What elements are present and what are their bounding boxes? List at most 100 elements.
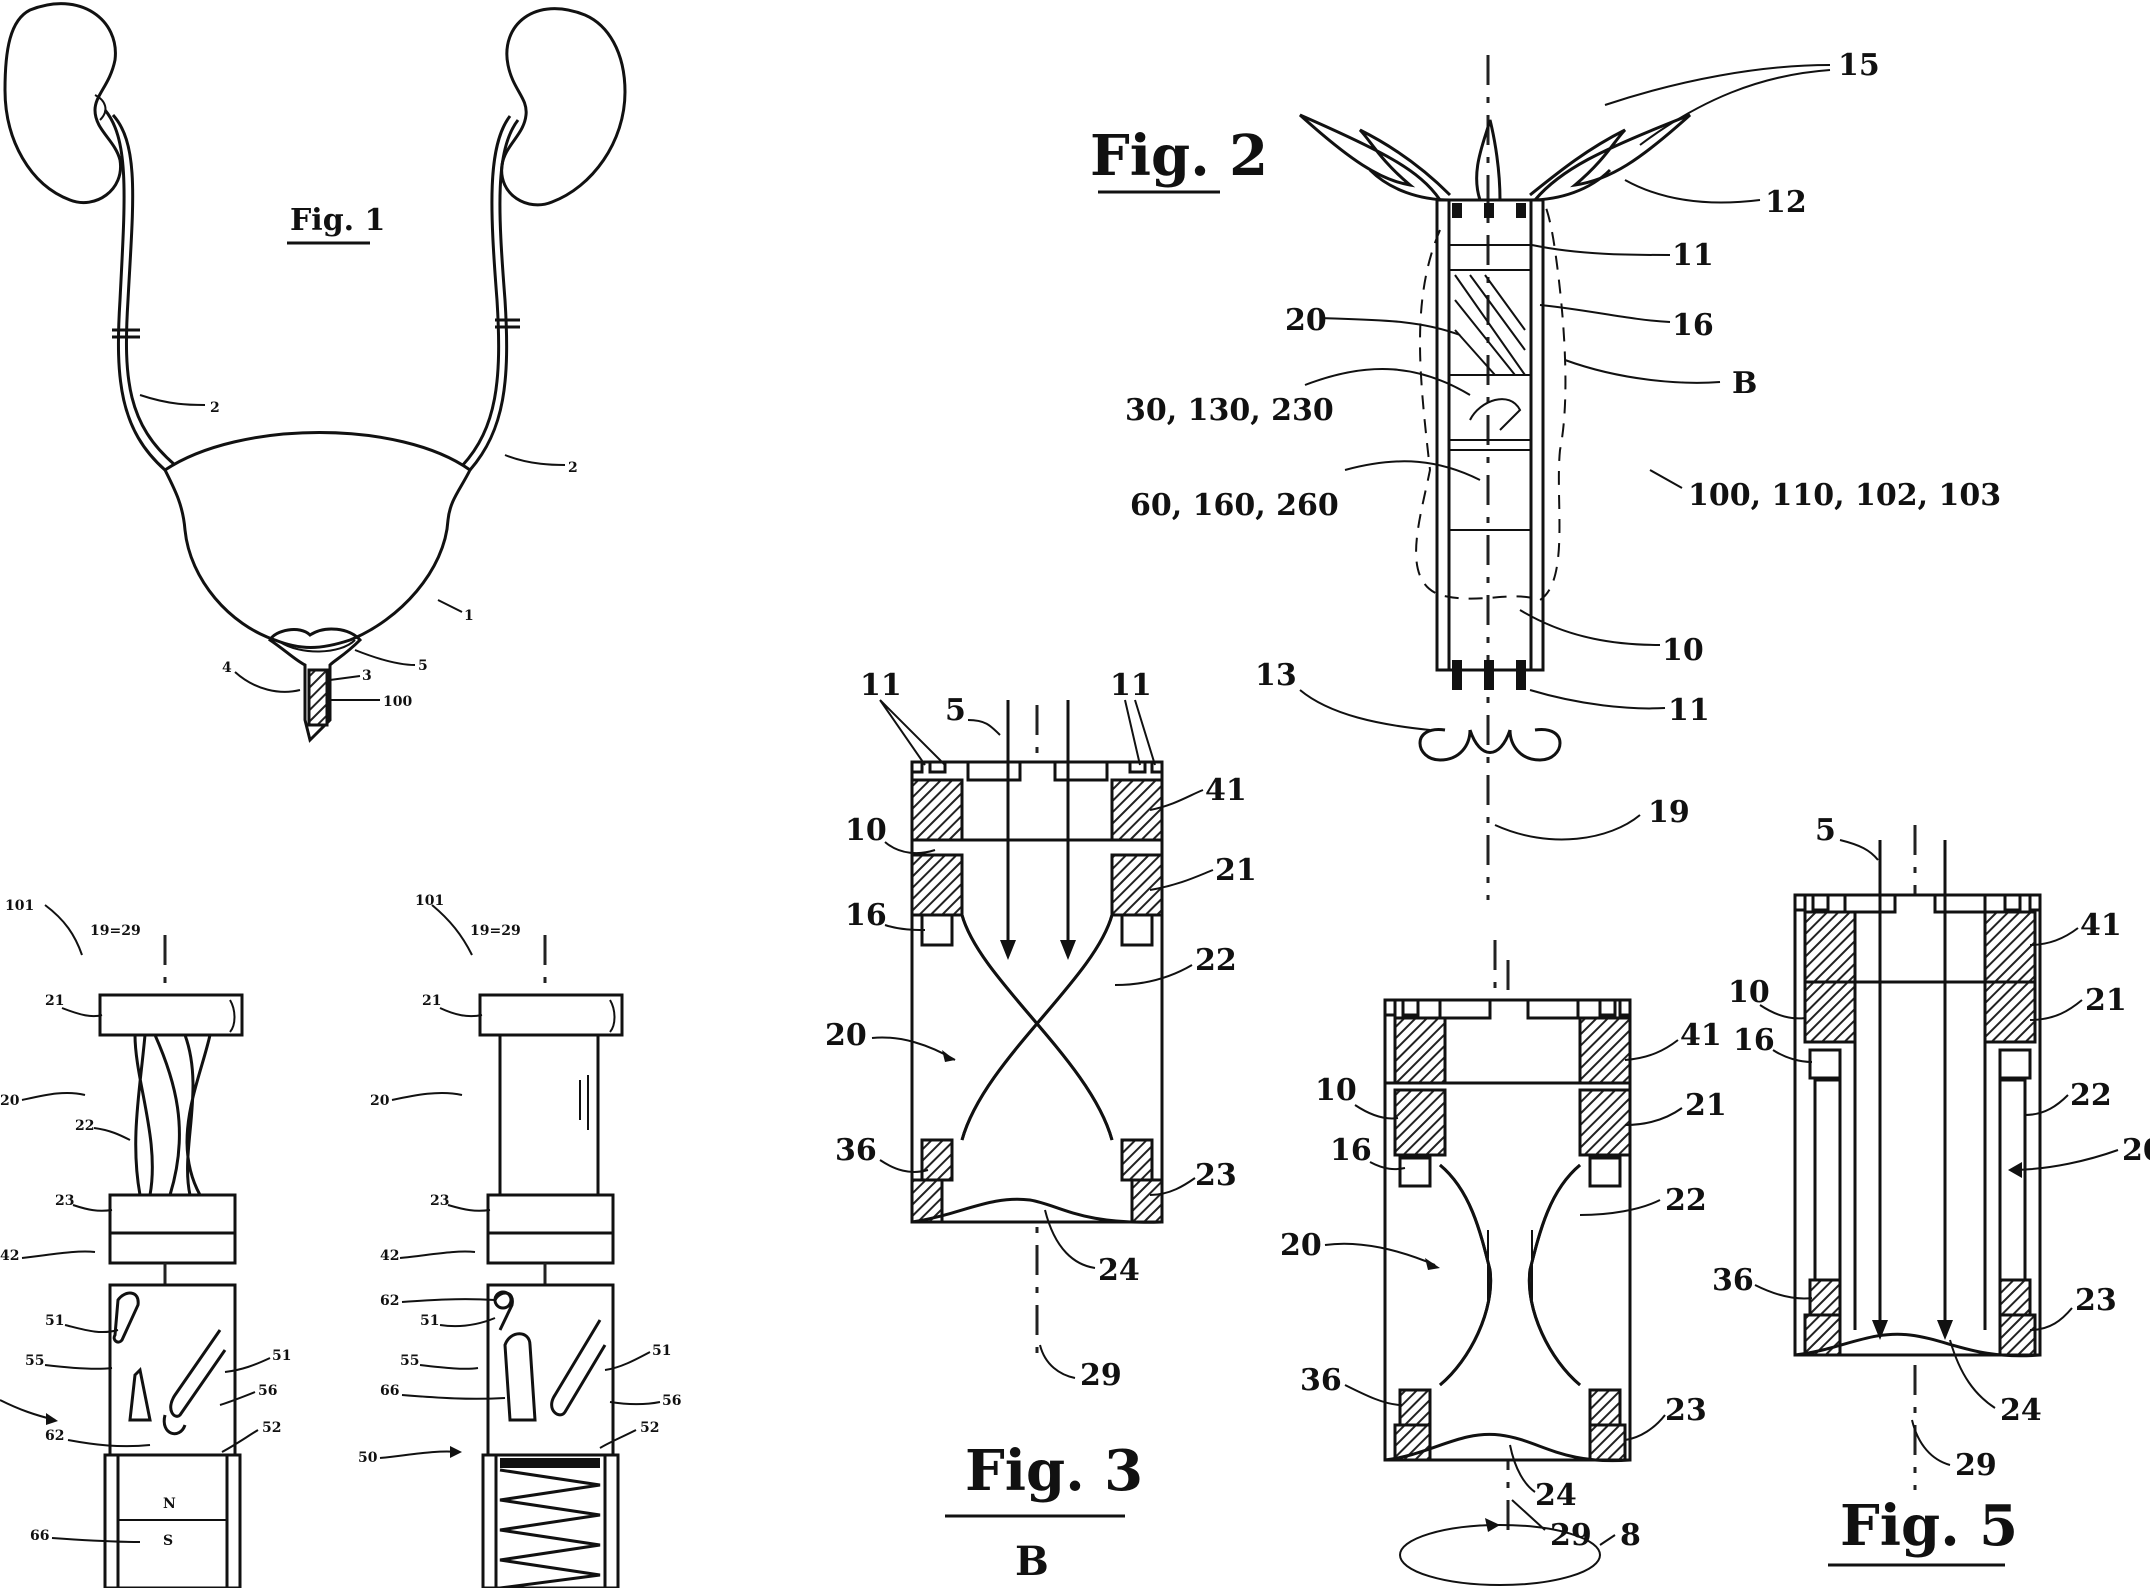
bladder xyxy=(163,431,472,649)
fig6b-label-50: 50 xyxy=(358,1450,378,1466)
figure-6a-helical-variant: N S 101 19=29 21 20 22 23 42 51 55 51 56… xyxy=(0,898,291,1588)
fig2-label-11-bottom: 11 xyxy=(1668,693,1710,728)
fig4-label-8: 8 xyxy=(1620,1518,1641,1553)
fig1-label-5: 5 xyxy=(418,658,428,674)
fig4-label-23: 23 xyxy=(1665,1393,1707,1428)
fig4-label-20: 20 xyxy=(1280,1228,1322,1263)
fig6b-cap-21 xyxy=(478,993,624,1037)
fig5-label-41: 41 xyxy=(2080,908,2122,943)
fig6b-ring-23 xyxy=(486,1193,615,1235)
fig6b-label-19-29: 19=29 xyxy=(470,923,521,939)
fig4-ring-41-right xyxy=(1578,1016,1632,1085)
fig6a-helical-strips-22 xyxy=(133,1034,212,1196)
fig6b-label-62: 62 xyxy=(380,1293,399,1309)
fig6a-label-56: 56 xyxy=(258,1383,277,1399)
fig6b-spring-50 xyxy=(499,1468,601,1588)
fig4-label-24: 24 xyxy=(1535,1478,1577,1513)
fig2-label-60-160-260: 60, 160, 260 xyxy=(1130,488,1339,523)
fig6a-label-22: 22 xyxy=(75,1118,94,1134)
fig6a-ring-23 xyxy=(108,1193,237,1235)
fig2-label-16: 16 xyxy=(1672,308,1714,343)
fig2-label-30-130-230: 30, 130, 230 xyxy=(1125,393,1334,428)
fig6a-cam-sleeve xyxy=(108,1283,237,1457)
fig5-strip-left xyxy=(1813,1078,1842,1282)
fig3-label-23: 23 xyxy=(1195,1158,1237,1193)
fig5-label-16: 16 xyxy=(1733,1023,1775,1058)
figure-3-section: 11 5 11 10 41 21 16 22 20 36 23 24 29 Fi… xyxy=(825,668,1257,1585)
fig3-label-36: 36 xyxy=(835,1133,877,1168)
fig4-label-36: 36 xyxy=(1300,1363,1342,1398)
fig6a-label-23: 23 xyxy=(55,1193,74,1209)
fig2-title: Fig. 2 xyxy=(1090,123,1268,189)
fig6b-label-42: 42 xyxy=(380,1248,399,1264)
fig6b-label-52: 52 xyxy=(640,1420,659,1436)
retention-petals xyxy=(1298,113,1452,201)
fig3-label-20: 20 xyxy=(825,1018,867,1053)
fig6a-label-42: 42 xyxy=(0,1248,19,1264)
fig4-ring-41-left xyxy=(1393,1016,1447,1085)
fig1-label-3: 3 xyxy=(362,668,372,684)
fig6b-label-55: 55 xyxy=(400,1353,419,1369)
fig6a-label-51a: 51 xyxy=(45,1313,64,1329)
fig5-label-23: 23 xyxy=(2075,1283,2117,1318)
fig4-label-29: 29 xyxy=(1550,1518,1592,1553)
fig6b-label-21: 21 xyxy=(422,993,441,1009)
fig5-label-36: 36 xyxy=(1712,1263,1754,1298)
fig2-label-13: 13 xyxy=(1255,658,1297,693)
left-ureter xyxy=(103,109,166,472)
fig2-label-100-110-102-103: 100, 110, 102, 103 xyxy=(1688,478,2001,513)
fig3-subtitle-B: B xyxy=(1015,1538,1049,1585)
fig6a-magnet-housing xyxy=(103,1453,242,1588)
fig5-ring-41-left xyxy=(1803,910,1857,984)
fig1-label-100: 100 xyxy=(383,694,412,710)
fig6a-label-20: 20 xyxy=(0,1093,20,1109)
figure-2-device: Fig. 2 15 12 xyxy=(1090,48,2001,1040)
fig3-label-5: 5 xyxy=(945,693,966,728)
fig6b-label-20: 20 xyxy=(370,1093,390,1109)
left-kidney xyxy=(3,2,122,205)
fig3-label-10: 10 xyxy=(845,813,887,848)
fig6b-label-51a: 51 xyxy=(420,1313,439,1329)
fig2-label-20: 20 xyxy=(1285,303,1327,338)
fig2-label-B: B xyxy=(1732,366,1757,401)
fig4-label-16: 16 xyxy=(1330,1133,1372,1168)
fig6b-cylinder-20 xyxy=(498,1033,600,1197)
fig6a-magnet-S: S xyxy=(163,1533,173,1549)
fig1-label-1: 1 xyxy=(464,608,474,624)
fig4-label-41: 41 xyxy=(1680,1018,1722,1053)
fig6a-label-55: 55 xyxy=(25,1353,44,1369)
fig2-label-10: 10 xyxy=(1662,633,1704,668)
figure-1-urinary-system: Fig. 1 2 2 1 4 3 5 100 xyxy=(3,2,627,743)
fig5-label-21: 21 xyxy=(2085,983,2127,1018)
fig5-label-24: 24 xyxy=(2000,1393,2042,1428)
fig3-label-16: 16 xyxy=(845,898,887,933)
fig5-label-29: 29 xyxy=(1955,1448,1997,1483)
fig1-label-2b: 2 xyxy=(568,460,578,476)
fig4-label-21: 21 xyxy=(1685,1088,1727,1123)
fig5-ring-41-right xyxy=(1983,910,2037,984)
fig5-label-10: 10 xyxy=(1728,975,1770,1010)
fig1-title: Fig. 1 xyxy=(290,203,385,238)
fig6a-label-52: 52 xyxy=(262,1420,281,1436)
fig3-ring-41-left xyxy=(910,778,964,842)
right-kidney xyxy=(500,7,627,207)
fig6a-label-101: 101 xyxy=(5,898,34,914)
device-100-in-urethra xyxy=(307,668,329,727)
figure-4-section: 10 16 41 21 22 20 36 23 24 29 8 xyxy=(1280,960,1727,1586)
fig2-label-12: 12 xyxy=(1765,185,1807,220)
spring-coil-20 xyxy=(1454,274,1526,376)
fig6a-label-62: 62 xyxy=(45,1428,64,1444)
fig6b-label-51b: 51 xyxy=(652,1343,671,1359)
fig2-label-11-top: 11 xyxy=(1672,238,1714,273)
fig1-label-4: 4 xyxy=(222,660,232,676)
fig6a-magnet-N: N xyxy=(163,1496,176,1512)
fig3-title: Fig. 3 xyxy=(965,1438,1143,1504)
fig3-label-11-right: 11 xyxy=(1110,668,1152,703)
fig3-label-11-left: 11 xyxy=(860,668,902,703)
fig5-title: Fig. 5 xyxy=(1840,1493,2018,1559)
figure-5-section: 5 41 10 16 21 22 20 36 23 24 29 Fig. 5 xyxy=(1712,813,2150,1567)
fig3-label-29: 29 xyxy=(1080,1358,1122,1393)
fig4-label-22: 22 xyxy=(1665,1183,1707,1218)
fig6a-label-51b: 51 xyxy=(272,1348,291,1364)
